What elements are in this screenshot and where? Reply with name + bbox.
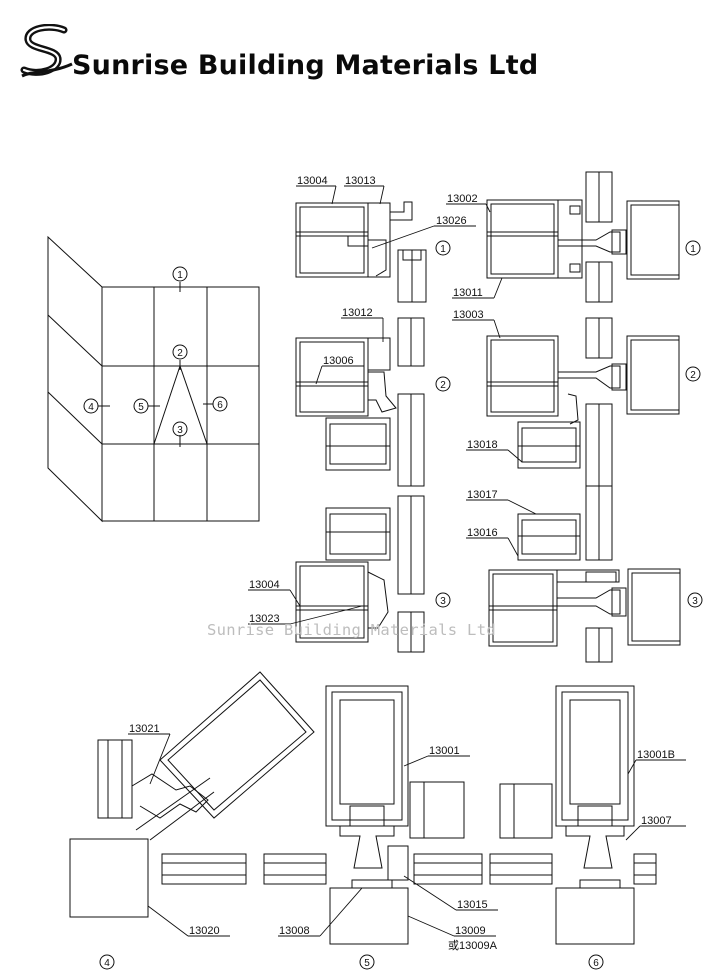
part-label-13009: 13009	[455, 925, 486, 937]
watermark-text: Sunrise Building Materials Ltd	[207, 621, 496, 639]
marker-1-right: 1	[690, 244, 696, 255]
part-label-13004-mid: 13004	[249, 579, 280, 591]
section-2-left	[295, 317, 425, 487]
marker-3-circle	[172, 421, 188, 437]
marker-4-circle	[83, 398, 99, 414]
section-1-right	[486, 171, 680, 303]
marker-2-key: 2	[177, 348, 183, 359]
part-label-13013: 13013	[345, 175, 376, 187]
section-4-corner	[69, 671, 315, 918]
marker-5-bottom: 5	[364, 958, 370, 969]
part-label-13008: 13008	[279, 925, 310, 937]
section-3-left	[295, 495, 425, 653]
part-label-13021: 13021	[129, 723, 160, 735]
leader-lines	[128, 185, 686, 937]
marker-5-key: 5	[138, 402, 144, 413]
part-label-13007: 13007	[641, 815, 672, 827]
part-label-13016: 13016	[467, 527, 498, 539]
part-label-13002: 13002	[447, 193, 478, 205]
section-markers	[99, 240, 703, 970]
part-label-13009A: 或13009A	[448, 939, 498, 952]
part-label-13026: 13026	[436, 215, 467, 227]
marker-6-key: 6	[217, 400, 223, 411]
company-name: Sunrise Building Materials Ltd	[72, 50, 539, 81]
section-3-right	[488, 485, 681, 663]
part-label-13018: 13018	[467, 439, 498, 451]
marker-3-right: 3	[692, 596, 698, 607]
part-label-13006: 13006	[323, 355, 354, 367]
part-label-13004-top: 13004	[297, 175, 328, 187]
marker-4-bottom: 4	[104, 958, 110, 969]
part-label-13015: 13015	[457, 899, 488, 911]
section-5-mullion	[263, 685, 483, 945]
marker-6-bottom: 6	[593, 958, 599, 969]
section-2-right	[486, 317, 680, 487]
company-logo	[20, 24, 73, 78]
marker-2-right: 2	[690, 370, 696, 381]
marker-numbers: 1 2 3 4 5 6 1 1 2 2 3 3 4 5 6	[88, 244, 698, 969]
section-6-mullion	[489, 685, 657, 945]
part-label-13012: 13012	[342, 307, 373, 319]
marker-1-key: 1	[177, 270, 183, 281]
marker-3-key: 3	[177, 425, 183, 436]
marker-2-circle	[172, 344, 188, 360]
part-label-13001B: 13001B	[637, 749, 675, 761]
marker-1-circle	[172, 266, 188, 282]
part-label-13023: 13023	[249, 613, 280, 625]
part-label-13020: 13020	[189, 925, 220, 937]
marker-1-left: 1	[440, 244, 446, 255]
part-label-13017: 13017	[467, 489, 498, 501]
part-label-13003: 13003	[453, 309, 484, 321]
section-1-left	[295, 201, 427, 303]
part-labels: 13004 13013 13026 13002 13011 13012 1300…	[129, 175, 675, 952]
marker-3-left: 3	[440, 596, 446, 607]
marker-6-circle	[212, 396, 228, 412]
key-elevation	[47, 235, 260, 523]
marker-5-circle	[133, 398, 149, 414]
part-label-13011: 13011	[453, 287, 483, 299]
marker-2-left: 2	[440, 380, 446, 391]
part-label-13001: 13001	[429, 745, 460, 757]
marker-4-key: 4	[88, 402, 94, 413]
